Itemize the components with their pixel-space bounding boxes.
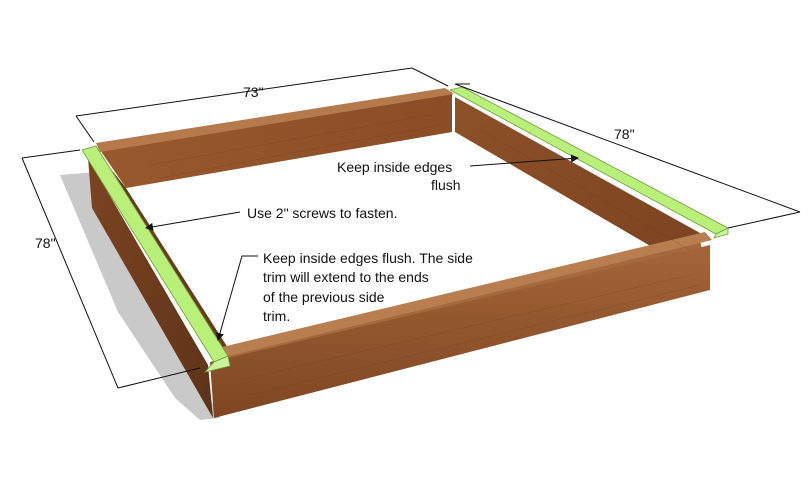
dimension-left [21,149,201,389]
front-board-top-edge [218,232,712,358]
left-side-trim-end [203,355,231,373]
dimension-right [454,83,801,229]
note-screws: Use 2" screws to fasten. [247,205,397,221]
note-trim-line4: trim. [263,308,290,324]
dimension-right-label: 78" [614,126,635,142]
back-board-top-edge [96,88,454,152]
leader-flush-right [469,154,579,167]
dimension-left-label: 78" [35,235,56,251]
note-trim-line2: trim will extend to the ends [263,269,429,285]
note-flush-right-line1: Keep inside edges [337,159,452,175]
right-board-inner-face [455,97,700,275]
wood-grain [149,114,701,396]
note-trim-line3: of the previous side [263,289,385,305]
leader-screws [145,211,241,231]
front-board-outer-face [210,245,710,418]
right-side-trim [448,86,729,235]
right-side-trim-end [713,227,729,239]
dimension-top-label: 73" [243,84,264,100]
dimension-top [75,67,449,143]
note-flush-right-line2: flush [431,177,461,193]
back-board-inner-face [100,92,452,188]
note-trim-line1: Keep inside edges flush. The side [263,250,473,266]
left-board-outer-face [88,158,213,418]
leader-trim [216,255,258,341]
